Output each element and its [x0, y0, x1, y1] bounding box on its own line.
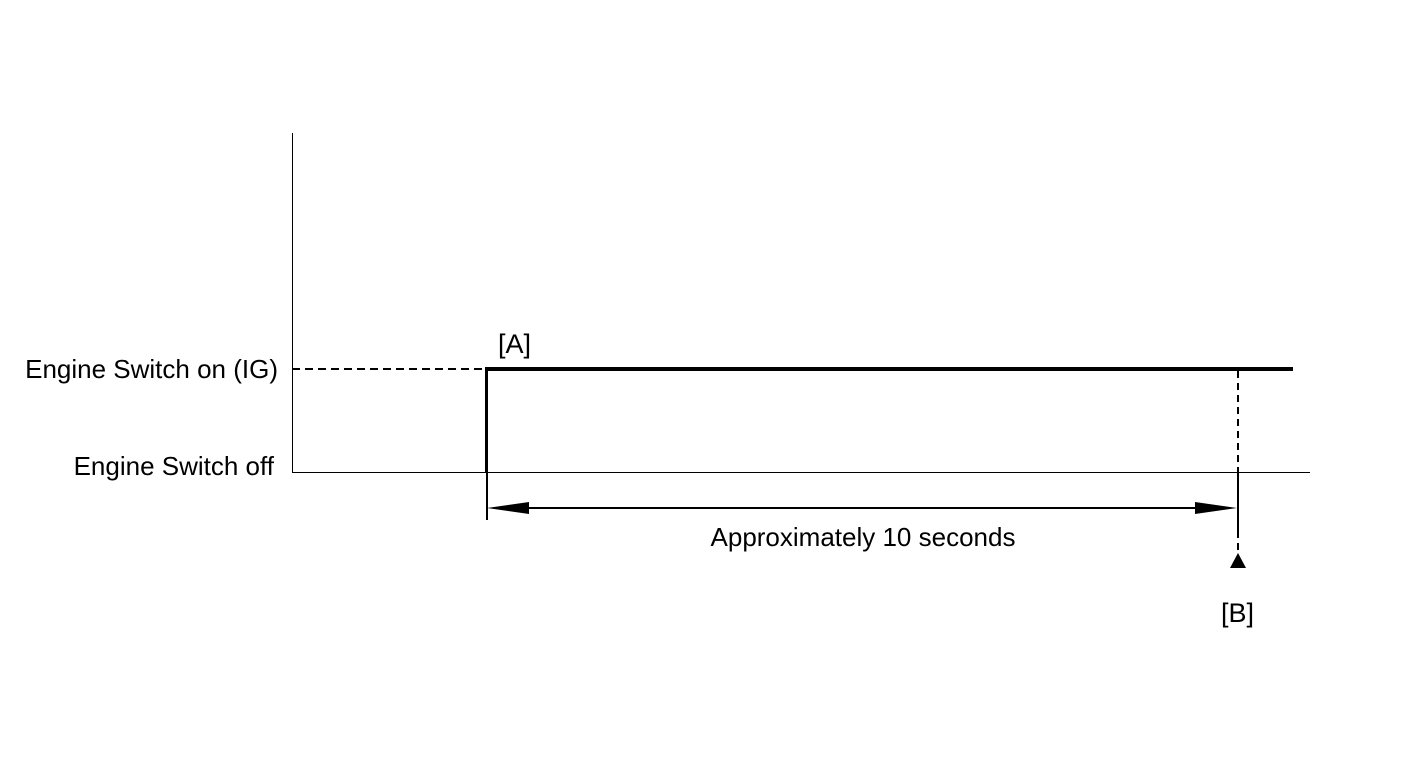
up-triangle-icon: [1230, 553, 1246, 568]
left-extension-line: [486, 473, 488, 520]
arrow-shaft: [495, 507, 1229, 509]
point-b-label: [B]: [1221, 598, 1255, 628]
y-axis-line: [292, 133, 293, 473]
signal-rising-edge: [485, 367, 488, 473]
duration-label: Approximately 10 seconds: [710, 522, 1016, 552]
point-b-dashed-drop-lower: [1237, 531, 1239, 553]
duration-arrow: [487, 502, 1237, 514]
signal-high-line: [485, 367, 1293, 371]
x-axis-line: [292, 472, 1310, 473]
arrow-right-icon: [1195, 502, 1237, 514]
engine-switch-off-label: Engine Switch off: [73, 451, 274, 481]
point-b-dashed-drop-upper: [1237, 371, 1239, 472]
point-b-drop-solid: [1237, 472, 1239, 531]
on-level-dashed-line: [292, 368, 486, 370]
engine-switch-on-label: Engine Switch on (IG): [25, 354, 278, 384]
point-a-label: [A]: [498, 329, 532, 359]
